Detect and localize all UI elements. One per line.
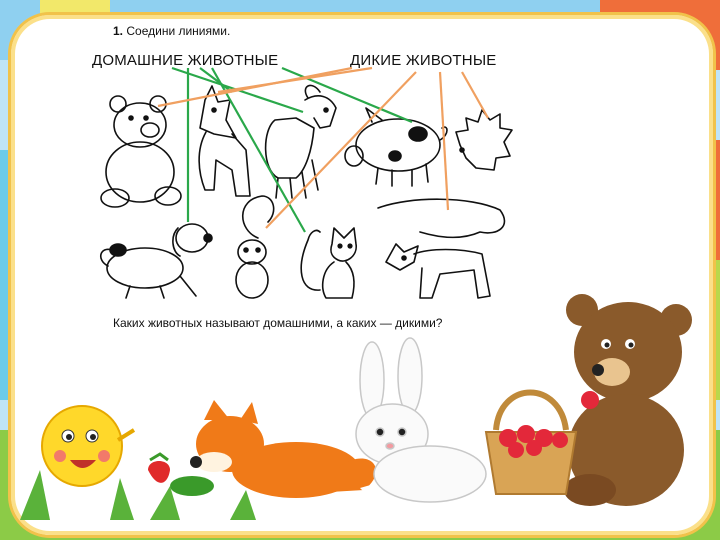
- strawberry-decoration: [148, 452, 214, 496]
- grass: [20, 470, 256, 520]
- puppy-drawing: [100, 223, 213, 299]
- task-instruction: 1. Соедини линиями.: [113, 24, 230, 38]
- bear-drawing: [100, 95, 182, 208]
- basket-decoration: [484, 389, 599, 495]
- squirrel-drawing: [235, 195, 275, 299]
- hedgehog-drawing: [455, 109, 513, 171]
- fox-character: [190, 400, 377, 498]
- task-number: 1.: [113, 24, 124, 38]
- question-text: Каких животных называют домашними, а как…: [113, 316, 443, 330]
- fox-drawing: [377, 198, 506, 299]
- kolobok-character: [41, 405, 136, 487]
- wild-animals-heading: ДИКИЕ ЖИВОТНЫЕ: [350, 52, 497, 69]
- cat-drawing: [300, 227, 357, 299]
- goat-drawing: [264, 84, 337, 199]
- domestic-animals-heading: ДОМАШНИЕ ЖИВОТНЫЕ: [92, 52, 279, 69]
- wild-match-lines: [157, 66, 489, 229]
- bear-character: [564, 294, 692, 506]
- task-text: Соедини линиями.: [126, 24, 231, 38]
- hare-character: [355, 337, 487, 503]
- worksheet-area: [76, 22, 616, 342]
- dog-drawing: [198, 85, 251, 197]
